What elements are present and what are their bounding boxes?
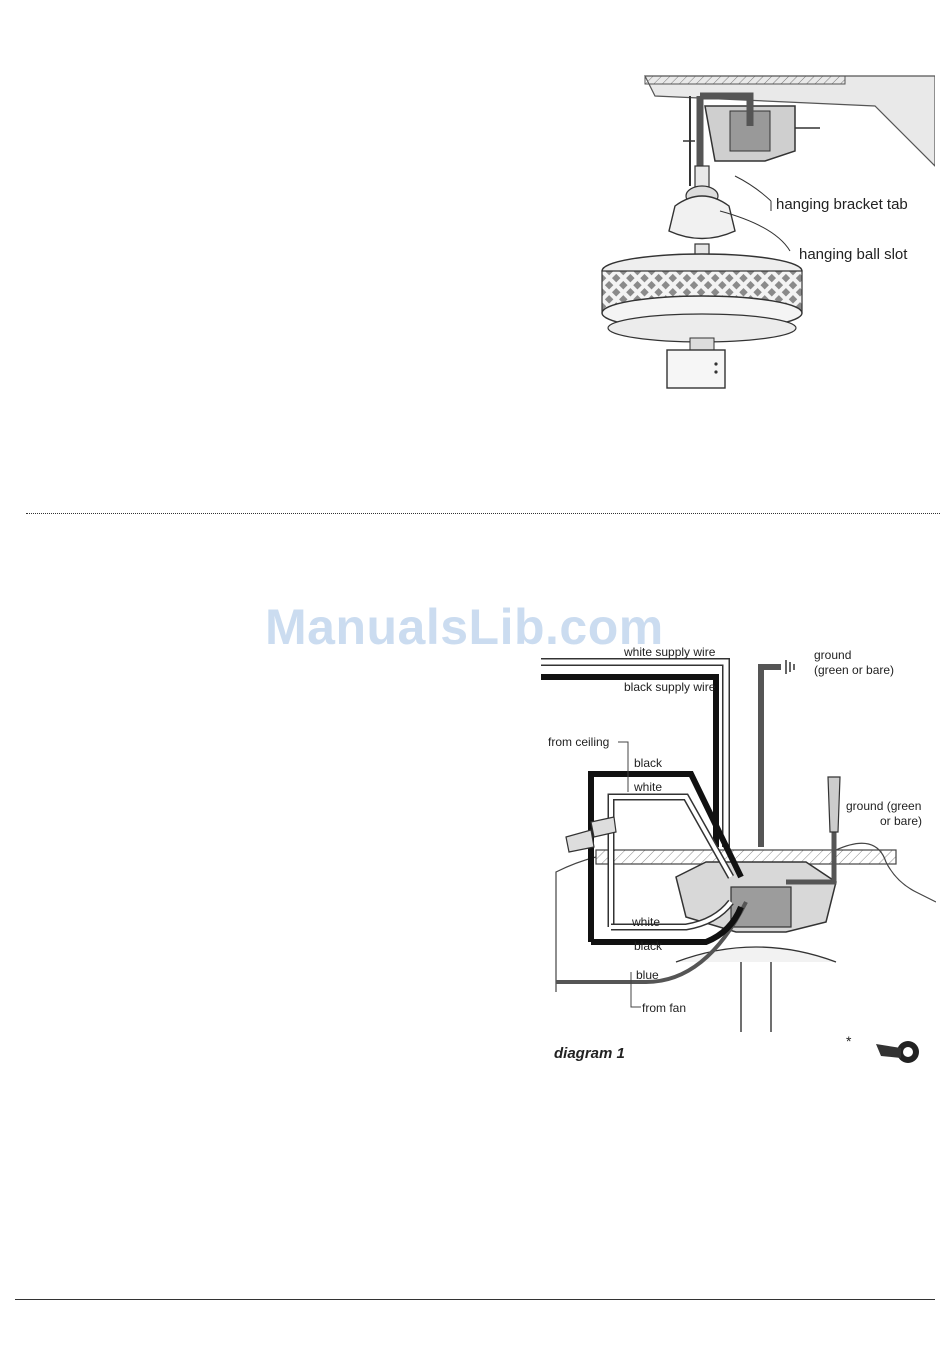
label-ground-right-line2: or bare) <box>880 814 922 828</box>
hanging-bracket-figure: hanging bracket tab hanging ball slot <box>595 66 935 400</box>
label-from-fan: from fan <box>642 1001 686 1015</box>
label-ground-top-line2: (green or bare) <box>814 663 894 677</box>
callout-hanging-ball-slot: hanging ball slot <box>799 246 908 263</box>
asterisk-mark: * <box>846 1033 852 1049</box>
label-white-supply-wire: white supply wire <box>623 645 716 659</box>
label-black-supply-wire: black supply wire <box>624 680 716 694</box>
label-ground-top-line1: ground <box>814 648 851 662</box>
label-ground-right-line1: ground (green <box>846 799 921 813</box>
footer-rule <box>15 1299 935 1300</box>
label-black-top: black <box>634 756 663 770</box>
callout-hanging-bracket-tab: hanging bracket tab <box>776 196 908 213</box>
label-blue: blue <box>636 968 659 982</box>
wiring-diagram: white supply wire black supply wire grou… <box>536 632 936 1072</box>
label-from-ceiling: from ceiling <box>548 735 609 749</box>
label-white-bottom: white <box>631 915 660 929</box>
label-white-top: white <box>633 780 662 794</box>
figure-caption: diagram 1 <box>554 1045 625 1062</box>
dotted-separator <box>26 513 940 514</box>
label-black-bottom: black <box>634 939 663 953</box>
